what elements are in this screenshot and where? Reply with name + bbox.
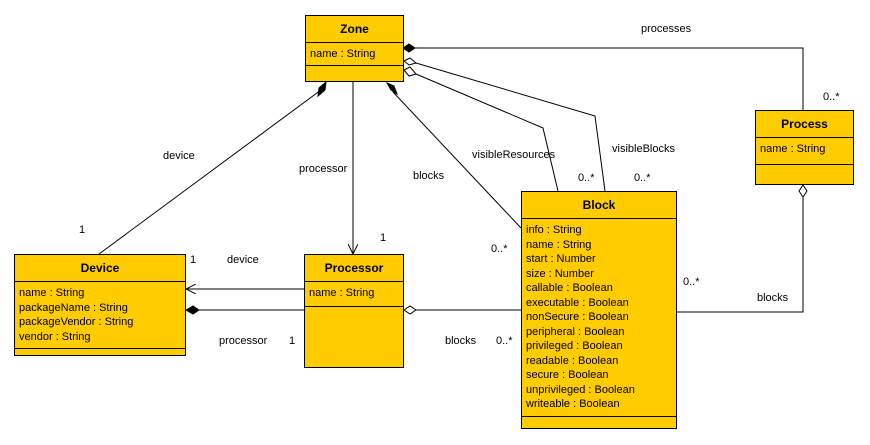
attribute: unprivileged : Boolean: [526, 383, 635, 396]
class-block-operations: [522, 416, 676, 417]
zone-processor-role-label: processor: [299, 163, 348, 175]
attribute: info : String: [526, 224, 582, 236]
zone-block-visible-blocks-diamond: [403, 57, 418, 66]
class-processor-operations: [305, 306, 403, 307]
processor-blocks-role-label: blocks: [445, 335, 477, 347]
zone-process-multiplicity: 0..*: [823, 91, 840, 103]
attribute: writeable : Boolean: [526, 398, 620, 410]
zone-visible-resources-role-label: visibleResources: [472, 149, 556, 161]
attribute: executable : Boolean: [526, 296, 629, 309]
class-zone-attributes: name : String: [306, 43, 403, 68]
attribute: peripheral : Boolean: [526, 325, 625, 338]
class-block[interactable]: Block info : String name : String start …: [521, 191, 677, 429]
class-zone[interactable]: Zone name : String: [305, 15, 404, 82]
processor-device-role-label: device: [227, 254, 259, 266]
class-processor-attributes: name : String: [305, 282, 403, 307]
attribute: nonSecure : Boolean: [526, 311, 629, 323]
attribute: readable : Boolean: [526, 354, 619, 367]
attribute: privileged : Boolean: [526, 340, 623, 352]
zone-block-visible-resources-diamond: [403, 66, 417, 77]
attribute: name : String: [19, 287, 85, 299]
class-process[interactable]: Process name : String: [755, 110, 854, 185]
class-processor-title: Processor: [305, 255, 403, 282]
class-device-attributes: name : String packageName : String packa…: [15, 282, 185, 350]
zone-device-connector: [98, 89, 322, 255]
zone-process-connector: [415, 47, 804, 110]
class-process-attributes: name : String: [756, 138, 853, 163]
zone-visible-blocks-multiplicity: 0..*: [634, 172, 651, 184]
zone-process-composition-diamond: [402, 43, 416, 53]
zone-device-composition-diamond: [317, 80, 327, 98]
zone-block-visible-blocks-connector: [415, 62, 606, 192]
zone-device-multiplicity: 1: [79, 224, 86, 236]
class-process-title: Process: [756, 111, 853, 138]
zone-block-blocks-connector: [392, 91, 522, 229]
class-device[interactable]: Device name : String packageName : Strin…: [14, 254, 186, 356]
zone-visible-resources-multiplicity: 0..*: [578, 172, 595, 184]
process-block-connector: [677, 197, 804, 313]
attribute: callable : Boolean: [526, 282, 613, 294]
zone-blocks-role-label: blocks: [413, 170, 445, 182]
process-blocks-role-label: blocks: [757, 292, 789, 304]
zone-process-role-label: processes: [641, 23, 692, 35]
process-block-aggregation-diamond: [798, 184, 808, 198]
attribute: packageName : String: [19, 301, 128, 314]
class-device-title: Device: [15, 255, 185, 282]
device-processor-composition-diamond: [184, 305, 200, 315]
class-zone-operations: [306, 65, 403, 66]
attribute: vendor : String: [19, 330, 91, 343]
processor-blocks-multiplicity: 0..*: [496, 335, 513, 347]
class-zone-title: Zone: [306, 16, 403, 43]
device-processor-role-label: processor: [219, 335, 268, 347]
zone-block-visible-resources-connector: [415, 73, 559, 192]
class-processor[interactable]: Processor name : String: [304, 254, 404, 368]
processor-device-multiplicity: 1: [190, 254, 197, 266]
zone-blocks-multiplicity: 0..*: [491, 243, 508, 255]
zone-processor-multiplicity: 1: [380, 232, 387, 244]
zone-visible-blocks-role-label: visibleBlocks: [612, 143, 675, 155]
attribute: secure : Boolean: [526, 369, 609, 381]
class-block-attributes: info : String name : String start : Numb…: [522, 219, 676, 418]
zone-block-composition-diamond: [385, 81, 399, 96]
device-processor-multiplicity: 1: [289, 335, 296, 347]
attribute: start : Number: [526, 253, 596, 265]
attribute: packageVendor : String: [19, 316, 134, 328]
attribute: name : String: [526, 238, 592, 251]
attribute: size : Number: [526, 267, 594, 280]
processor-block-aggregation-diamond: [403, 305, 417, 315]
process-blocks-multiplicity: 0..*: [683, 276, 700, 288]
zone-device-role-label: device: [163, 150, 195, 162]
class-device-operations: [15, 348, 185, 349]
class-process-operations: [756, 164, 853, 165]
attribute: name : String: [310, 48, 376, 60]
attribute: name : String: [760, 143, 826, 155]
class-block-title: Block: [522, 192, 676, 219]
attribute: name : String: [309, 287, 375, 299]
